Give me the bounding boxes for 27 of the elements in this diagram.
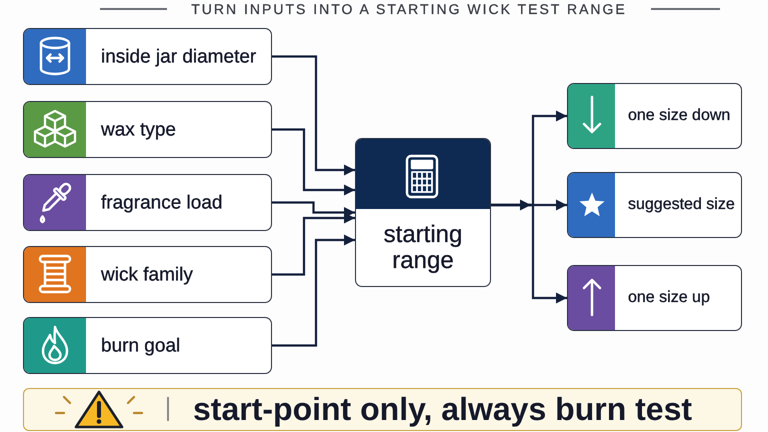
input-card [23,174,272,231]
arrow [272,212,355,276]
node-label: start-point only, always burn test [193,392,692,428]
input-card [23,28,272,85]
arrow [491,200,531,210]
input-card [23,317,272,374]
input-card [23,246,272,303]
node-label: one size up [628,289,710,307]
arrow [272,201,355,218]
node-label: burn goal [101,334,180,356]
arrow [272,128,355,196]
result-card [355,138,491,287]
node-label: wick family [101,264,193,286]
input-card [23,101,272,158]
diagram-title: TURN INPUTS INTO A STARTING WICK TEST RANGE [191,1,627,17]
option-card [567,83,742,149]
node-label: one size down [628,107,730,125]
option-card [567,172,742,238]
node-label: fragrance load [101,192,222,214]
option-card [567,265,742,331]
node-label: suggested size [628,196,735,214]
node-label: inside jar diameter [101,46,256,68]
node-label: wax type [101,118,176,140]
node-label: starting range [384,222,462,276]
warning-banner [23,388,742,431]
arrow [272,55,355,176]
arrow [272,234,355,347]
